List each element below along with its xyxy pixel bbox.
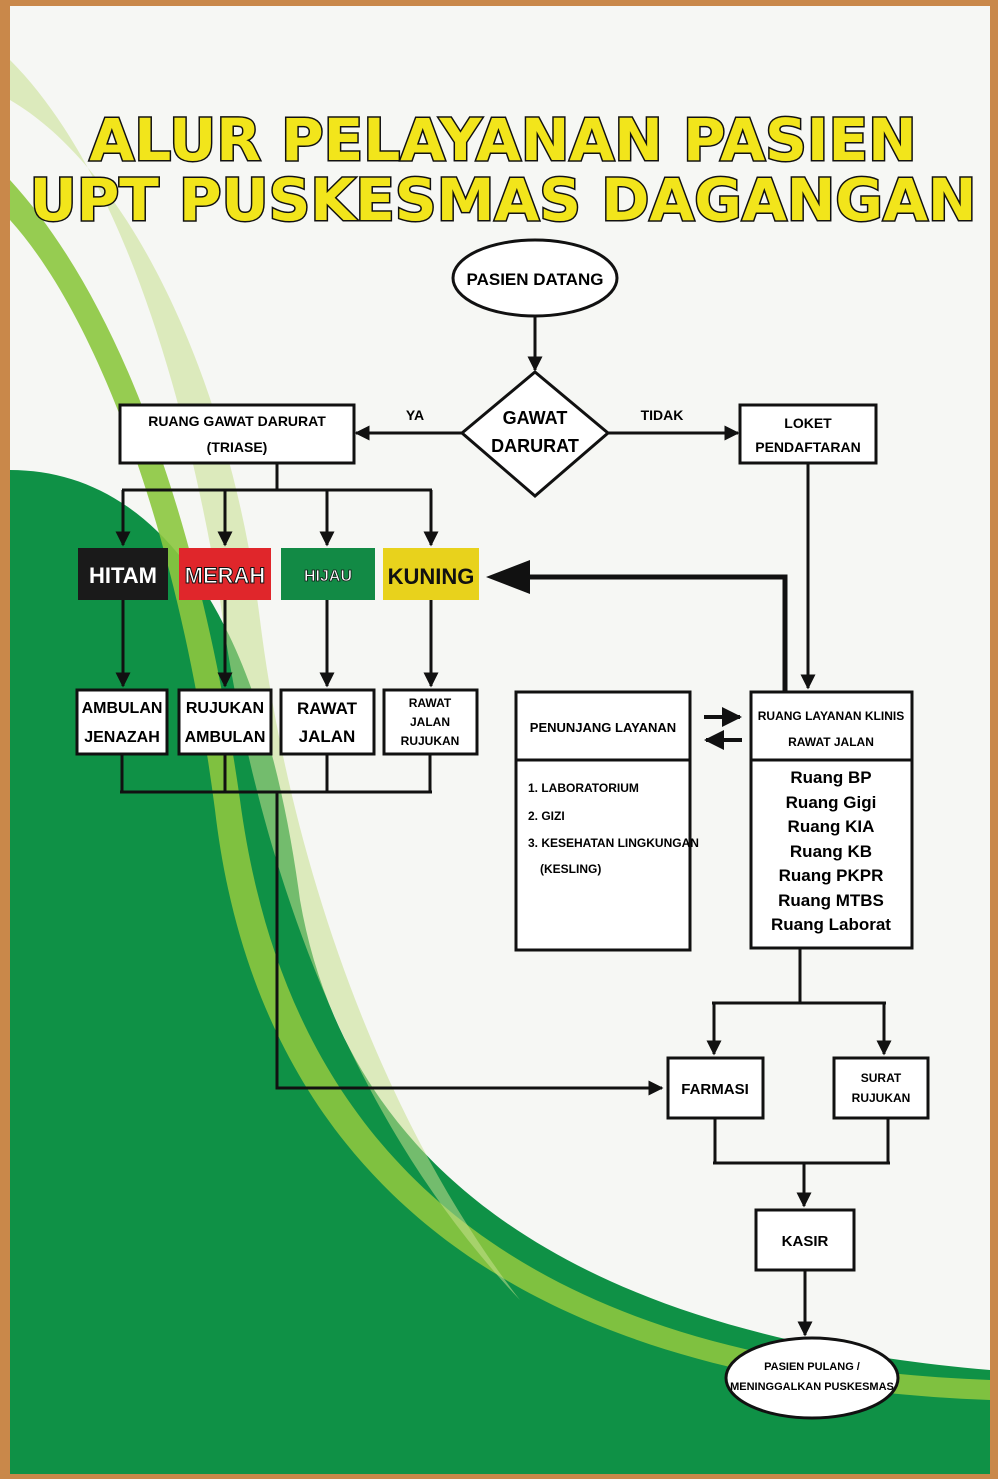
support-item-4: (KESLING) [540,862,601,876]
clinic-room: Ruang BP [790,768,871,787]
clinic-room: Ruang Laborat [771,915,891,934]
triage-yellow-box [383,548,479,600]
support-box [514,690,692,952]
triage-yellow-label: KUNING [388,564,475,589]
support-item-2: 2. GIZI [528,809,565,823]
white-stripe-decoration [10,60,520,1300]
triage-green-label: HIJAU [304,568,352,585]
clinic-box [749,690,914,950]
registration-box [738,403,878,465]
end-node [724,1336,900,1420]
outcome-outpatient-referral-2: JALAN [410,715,450,729]
yes-label: YA [406,407,424,423]
clinic-room: Ruang PKPR [779,866,884,885]
outcome-ambulance-body-1: AMBULAN [82,700,163,717]
decision-label-1: GAWAT [503,408,568,428]
clinic-room: Ruang KB [790,842,872,861]
pharmacy-box [666,1056,765,1120]
outcome-ambulance-body-2: JENAZAH [84,729,160,746]
registration-label-2: PENDAFTARAN [755,439,861,455]
referral-letter-box [832,1056,930,1120]
outcome-outpatient-referral-3: RUJUKAN [401,734,460,748]
title-line-1: ALUR PELAYANAN PASIEN [89,106,916,174]
registration-label-1: LOKET [784,415,832,431]
referral-letter-label-1: SURAT [861,1071,902,1085]
outcome-box-referral-ambulance [177,688,273,756]
outcome-outpatient-1: RAWAT [297,699,358,718]
clinic-title-2: RAWAT JALAN [788,735,874,749]
decision-label-2: DARURAT [491,436,579,456]
emergency-room-label-2: (TRIASE) [207,439,268,455]
triage-black-label: HITAM [89,563,157,588]
clinic-room: Ruang Gigi [786,793,877,812]
emergency-room-box [118,403,356,465]
clinic-room: Ruang KIA [788,817,875,836]
support-item-1: 1. LABORATORIUM [528,781,639,795]
support-item-3: 3. KESEHATAN LINGKUNGAN [528,836,699,850]
start-node-label: PASIEN DATANG [467,270,604,289]
title-line-2: UPT PUSKESMAS DAGANGAN [30,166,977,234]
emergency-room-label-1: RUANG GAWAT DARURAT [148,413,326,429]
support-title: PENUNJANG LAYANAN [530,720,676,735]
clinic-room: Ruang MTBS [778,891,884,910]
outcome-outpatient-referral-1: RAWAT [409,696,452,710]
referral-letter-label-2: RUJUKAN [852,1091,911,1105]
triage-red-box [179,548,271,600]
end-node-label-2: MENINGGALKAN PUSKESMAS [730,1381,894,1393]
outcome-referral-ambulance-1: RUJUKAN [186,700,264,717]
outcome-referral-ambulance-2: AMBULAN [185,729,266,746]
outcome-outpatient-2: JALAN [299,727,356,746]
triage-red-label: MERAH [185,563,266,588]
pharmacy-label: FARMASI [681,1081,749,1098]
decision-node [459,370,611,498]
clinic-title-1: RUANG LAYANAN KLINIS [758,709,904,723]
triage-black-box [78,548,168,600]
cashier-label: KASIR [782,1233,829,1250]
big-arrow-head [486,560,530,594]
end-node-label-1: PASIEN PULANG / [764,1361,860,1373]
triage-green-box [281,548,375,600]
no-label: TIDAK [641,407,684,423]
